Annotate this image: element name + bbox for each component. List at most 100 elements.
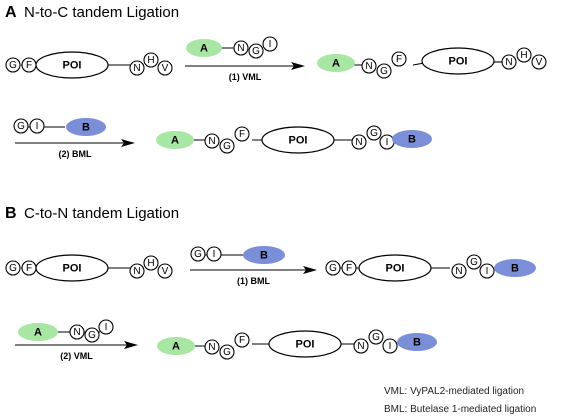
residue-n-circle [361,58,377,74]
poi-label: POI [63,60,82,72]
residue-n-circle [129,263,145,279]
residue-n-circle [204,339,220,355]
tag-b-label: B [260,250,268,262]
residue-h-circle [516,47,532,63]
tag-a-ellipse [186,39,222,57]
residue-n-label: N [237,43,244,54]
residue-v-circle [531,54,547,70]
residue-g-circle [325,260,341,276]
residue-i-circle [98,319,114,335]
residue-n-circle [501,54,517,70]
arrow-bml-2-label: (2) BML [59,149,92,159]
tag-a-ellipse [156,131,194,149]
panel-a-letter: A [5,4,17,21]
residue-n-label: N [208,136,215,147]
residue-g-circle [13,118,29,134]
residue-i-label: I [389,341,392,352]
arrow-bml-2-head [121,139,135,147]
arrow-vml-2-label: (2) VML [60,351,93,361]
residue-n-label: N [355,137,362,148]
residue-f-circle [234,332,250,348]
panel-a-title: N-to-C tandem Ligation [24,4,180,21]
residue-g-circle [368,329,384,345]
residue-v-label: V [162,266,169,277]
residue-g-circle [219,344,235,360]
residue-f-circle [391,51,407,67]
residue-n-label: N [73,327,80,338]
residue-n-label: N [208,342,215,353]
residue-g-circle [190,246,206,262]
residue-f-label: F [239,129,245,140]
residue-i-circle [262,36,278,52]
residue-g-label: G [372,332,380,343]
tag-b-label: B [413,337,421,349]
tag-a-label: A [172,341,180,353]
residue-f-label: F [239,335,245,346]
residue-g-label: G [223,347,231,358]
residue-h-label: H [520,50,527,61]
residue-h-label: H [147,55,154,66]
residue-i-label: I [36,121,39,132]
residue-g-circle [376,63,392,79]
residue-n-label: N [365,61,372,72]
panel-b-letter: B [5,205,17,222]
residue-f-label: F [346,263,352,274]
residue-g-circle [5,260,21,276]
residue-h-circle [143,255,159,271]
residue-v-label: V [162,63,169,74]
tag-a-label: A [332,58,340,70]
residue-h-circle [143,52,159,68]
residue-n-circle [353,338,369,354]
residue-g-circle [5,57,21,73]
residue-i-label: I [213,249,216,260]
residue-g-label: G [470,257,478,268]
poi-label: POI [449,56,468,68]
residue-v-label: V [536,57,543,68]
residue-f-label: F [26,263,32,274]
residue-g-label: G [17,121,25,132]
tag-b-ellipse [66,118,106,136]
residue-n-circle [129,60,145,76]
residue-i-label: I [486,266,489,277]
residue-i-label: I [269,39,272,50]
residue-g-circle [248,43,264,59]
poi-label: POI [63,263,82,275]
legend-bml: BML: Butelase 1-mediated ligation [384,404,537,415]
residue-g-circle [366,125,382,141]
residue-n-label: N [455,266,462,277]
residue-f-circle [234,126,250,142]
tag-b-label: B [511,263,519,275]
residue-g-label: G [252,46,260,57]
residue-g-label: G [9,60,17,71]
residue-v-circle [157,263,173,279]
residue-i-circle [29,118,45,134]
poi-label: POI [296,339,315,351]
arrow-vml-2-head [124,341,138,349]
panel-b-title: C-to-N tandem Ligation [24,205,180,222]
residue-g-label: G [9,263,17,274]
residue-g-circle [84,327,100,343]
residue-i-circle [382,338,398,354]
residue-g-label: G [223,141,231,152]
poi-ellipse [421,47,495,75]
tag-a-label: A [34,327,42,339]
residue-i-circle [206,246,222,262]
residue-h-label: H [147,258,154,269]
residue-f-circle [341,260,357,276]
residue-g-label: G [329,263,337,274]
tag-b-ellipse [392,130,432,148]
tag-b-ellipse [243,246,285,264]
tag-a-ellipse [317,54,355,72]
tag-a-ellipse [157,337,195,355]
residue-g-label: G [380,66,388,77]
poi-label: POI [289,135,308,147]
residue-n-label: N [133,266,140,277]
residue-n-circle [233,40,249,56]
residue-f-label: F [396,54,402,65]
residue-i-label: I [105,322,108,333]
residue-g-label: G [370,128,378,139]
residue-f-label: F [26,60,32,71]
residue-i-label: I [386,137,389,148]
residue-n-label: N [133,63,140,74]
